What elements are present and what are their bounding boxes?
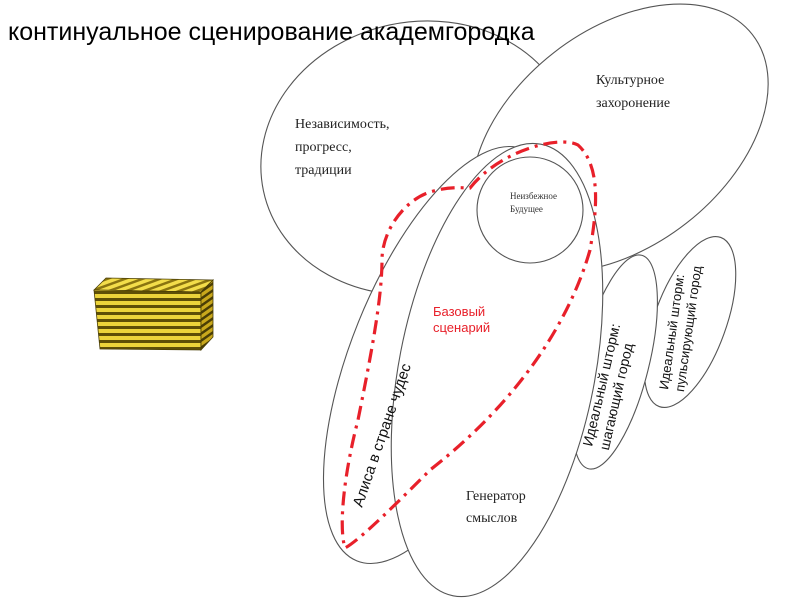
page-title: континуальное сценирование академгородка [8, 18, 535, 47]
label-base-scenario: Базовый сценарий [433, 304, 490, 335]
striped-cube-icon [94, 278, 213, 350]
